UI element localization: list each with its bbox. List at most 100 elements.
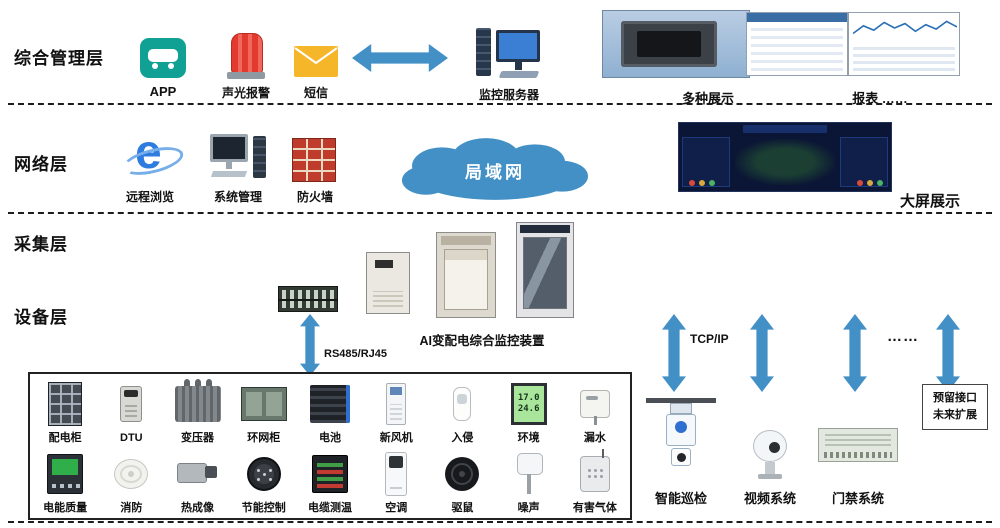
- display-label: 多种展示: [681, 91, 734, 106]
- device-label: 热成像: [181, 501, 215, 514]
- device-label: 空调: [385, 501, 408, 514]
- ai-device-label: AI变配电综合监控装置: [419, 334, 545, 348]
- device-cell: 有害气体: [562, 446, 628, 516]
- bidirectional-arrow: [352, 44, 448, 72]
- device-cell: 热成像: [164, 446, 230, 516]
- device-cell: 环网柜: [231, 376, 297, 446]
- device-label: 入侵: [451, 431, 474, 444]
- device-cell: 节能控制: [231, 446, 297, 516]
- transformer-icon: [174, 378, 221, 422]
- device-label: 漏水: [583, 431, 606, 444]
- device-label: 节能控制: [241, 501, 286, 514]
- device-label: DTU: [120, 431, 143, 444]
- access-system-label: 门禁系统: [831, 491, 884, 506]
- intrusion-sensor-icon: [453, 386, 472, 421]
- layer-divider-top: [8, 103, 992, 105]
- lan-label: 局域网: [465, 163, 525, 182]
- sound-light-alarm-icon: [227, 33, 265, 79]
- device-label: 环网柜: [247, 431, 281, 444]
- bigscreen-label: 大屏展示: [900, 193, 961, 210]
- system-management-label: 系统管理: [213, 190, 262, 204]
- power-module-cabinet-icon: [278, 286, 338, 312]
- device-manager-window: [602, 10, 750, 78]
- sms-envelope-icon: [294, 46, 338, 77]
- report-table: [853, 43, 955, 71]
- device-label: 驱鼠: [451, 501, 474, 514]
- device-label: 电缆测温: [307, 501, 352, 514]
- inspection-robot-icon: [646, 396, 716, 482]
- device-cell: 变压器: [164, 376, 230, 446]
- layer-label-collection: 采集层: [14, 235, 68, 254]
- app-label: APP: [149, 84, 177, 99]
- firewall-icon: [292, 138, 336, 182]
- tcpip-arrow-video: [750, 314, 774, 392]
- tcpip-label: TCP/IP: [690, 332, 729, 346]
- device-cell: 电缆测温: [297, 446, 363, 516]
- device-label: 变压器: [181, 431, 215, 444]
- device-label: 消防: [120, 501, 143, 514]
- firewall-label: 防火墙: [296, 190, 333, 204]
- report-label: 报表 ……: [852, 91, 908, 106]
- server-label: 监控服务器: [478, 88, 539, 102]
- tcpip-arrow-reserved: [936, 314, 960, 392]
- device-label: 有害气体: [572, 501, 617, 514]
- reserved-line2: 未来扩展: [933, 409, 977, 421]
- energy-control-icon: [246, 456, 281, 491]
- layer-label-device: 设备层: [14, 308, 68, 327]
- remote-browse-label: 远程浏览: [125, 190, 174, 204]
- monitoring-cabinet-icon: [516, 222, 574, 318]
- fresh-air-unit-icon: [386, 382, 407, 425]
- water-leak-sensor-icon: [579, 389, 610, 425]
- app-icon: [140, 38, 186, 78]
- table-window: [746, 12, 848, 76]
- power-quality-meter-icon: [47, 453, 84, 494]
- gas-sensor-icon: [579, 448, 610, 492]
- distribution-cabinet-icon: [48, 381, 83, 426]
- report-chart: [853, 20, 957, 35]
- inspection-label: 智能巡检: [654, 491, 707, 506]
- device-label: 环境: [517, 431, 540, 444]
- sms-label: 短信: [303, 86, 328, 100]
- access-control-board-icon: [818, 428, 898, 462]
- device-cell: 漏水: [562, 376, 628, 446]
- rs485-arrow: [300, 314, 320, 376]
- air-conditioner-icon: [385, 451, 408, 496]
- layer-label-management: 综合管理层: [14, 49, 104, 68]
- multi-display-screenshot: [602, 10, 848, 78]
- device-cell: 电能质量: [32, 446, 98, 516]
- lan-cloud-icon: [402, 138, 588, 200]
- device-cell: 配电柜: [32, 376, 98, 446]
- env-reading-temp: 17.0: [517, 392, 540, 403]
- reserved-interface-box: 预留接口 未来扩展: [922, 384, 988, 430]
- rodent-repeller-icon: [445, 456, 480, 491]
- video-system-label: 视频系统: [743, 491, 796, 506]
- fire-detector-icon: [114, 458, 149, 489]
- device-cell: 入侵: [429, 376, 495, 446]
- rs485-label: RS485/RJ45: [324, 348, 387, 360]
- noise-sensor-icon: [516, 452, 543, 495]
- control-cabinet-icon: [436, 232, 496, 318]
- cable-temperature-icon: [311, 454, 348, 493]
- alarm-label: 声光报警: [221, 86, 270, 100]
- ptz-camera-icon: [746, 428, 794, 482]
- reserved-line1: 预留接口: [933, 391, 977, 404]
- device-label: 电池: [318, 431, 341, 444]
- browser-icon: e: [126, 129, 174, 182]
- device-label: 配电柜: [48, 431, 82, 444]
- battery-icon: [309, 384, 350, 423]
- env-reading-humidity: 24.6: [517, 403, 540, 414]
- dtu-icon: [120, 385, 143, 422]
- device-label: 电能质量: [43, 501, 88, 514]
- thermal-camera-icon: [176, 458, 219, 490]
- monitoring-server-icon: [476, 24, 542, 82]
- device-cell: 空调: [363, 446, 429, 516]
- big-screen-screenshot: [678, 122, 892, 192]
- device-cell: 噪声: [496, 446, 562, 516]
- ellipsis-label: ……: [887, 328, 919, 345]
- report-screenshot: [848, 12, 960, 76]
- layer-divider-middle: [8, 212, 992, 214]
- layer-divider-bottom: [8, 521, 992, 523]
- ring-main-unit-icon: [240, 386, 287, 421]
